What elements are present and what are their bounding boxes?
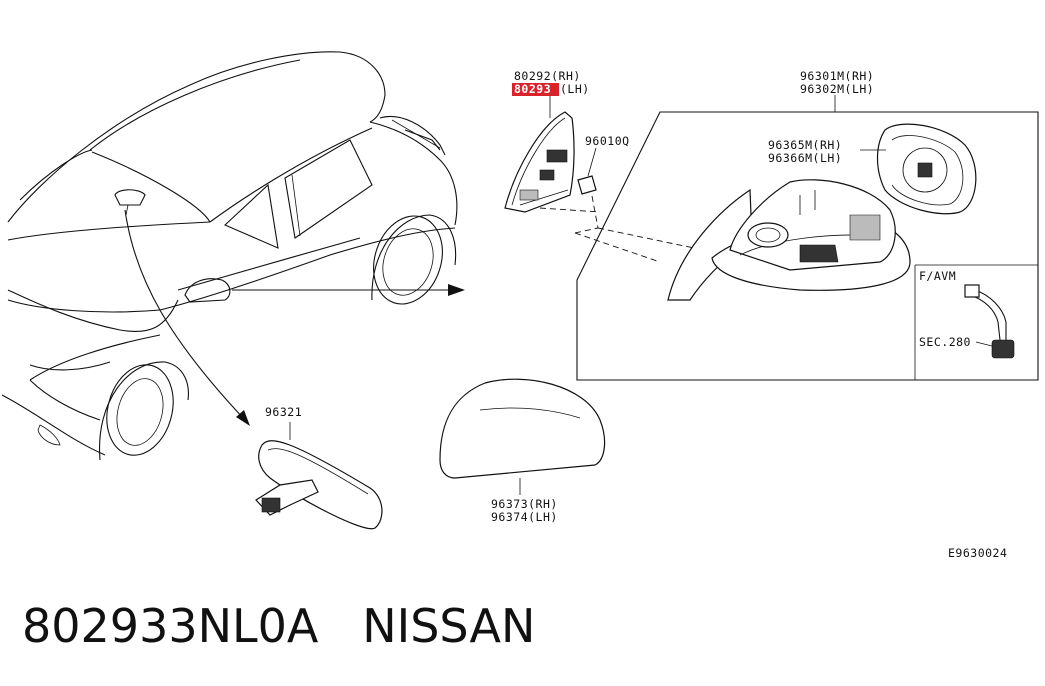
- label-clip: 96010Q: [585, 134, 630, 148]
- label-mirror-assy-rh: 96301M(RH): [800, 69, 874, 83]
- label-glass-lh: 96366M(LH): [768, 151, 842, 165]
- mirror-cover-part: [439, 378, 606, 495]
- label-glass-rh: 96365M(RH): [768, 138, 842, 152]
- label-inner-mirror: 96321: [265, 405, 302, 419]
- diagram-code: E9630024: [948, 546, 1007, 560]
- highlight-box: [512, 83, 559, 96]
- vehicle-illustration: [1, 51, 465, 461]
- label-cover-lh: 96374(LH): [491, 510, 558, 524]
- brand-name: NISSAN: [362, 599, 536, 653]
- finisher-part: [504, 95, 575, 213]
- label-finisher-rh: 80292(RH): [514, 69, 581, 83]
- label-mirror-assy-lh: 96302M(LH): [800, 82, 874, 96]
- label-cover-rh: 96373(RH): [491, 497, 558, 511]
- part-number: 802933NL0A: [22, 599, 319, 653]
- label-inset-ref: SEC.280: [919, 335, 971, 349]
- label-finisher-lh-number: 80293: [514, 82, 551, 96]
- label-inset-title: F/AVM: [919, 269, 956, 283]
- inner-mirror-part: [255, 422, 383, 530]
- clip-part: [539, 147, 743, 263]
- footer-caption: 802933NL0A NISSAN: [22, 598, 535, 654]
- mirror-assembly: [576, 95, 1039, 381]
- label-finisher-lh-suffix: (LH): [560, 82, 590, 96]
